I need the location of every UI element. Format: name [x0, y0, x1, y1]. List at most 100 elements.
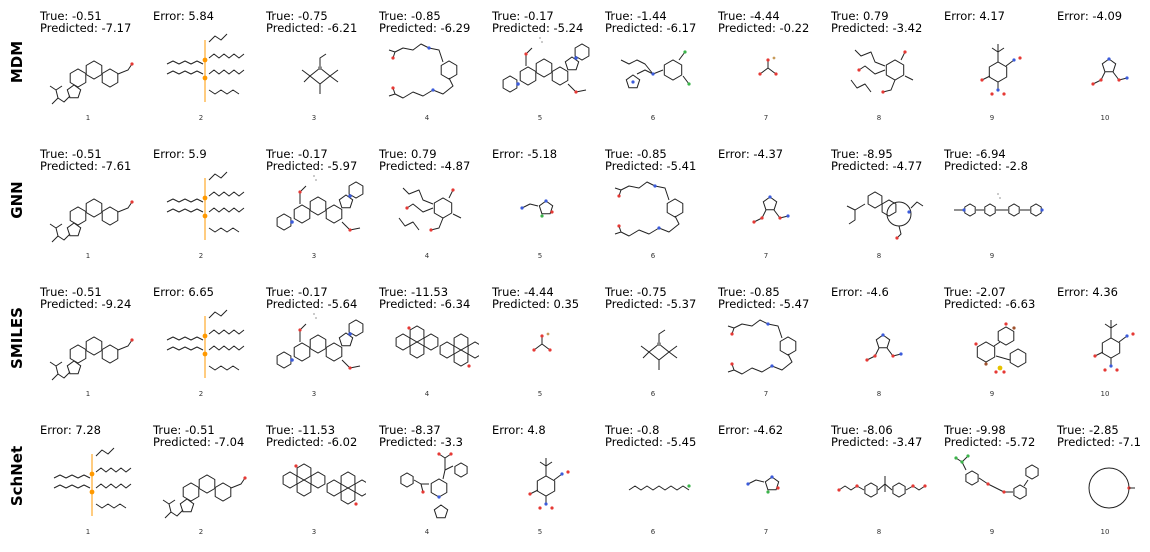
- label-line-1: Error: 7.28: [40, 423, 101, 437]
- molecule-structure-diphenylether: [954, 454, 1039, 500]
- label-line-2: Predicted: -6.29: [379, 21, 471, 35]
- label-line-2: Predicted: -6.63: [944, 297, 1036, 311]
- prediction-label: Error: -4.09: [1057, 10, 1122, 34]
- molecule-index: 3: [311, 390, 317, 398]
- molecule-structure-imidazole: [865, 333, 903, 362]
- molecule-index: 2: [198, 114, 204, 122]
- molecule-structure-anthraquinone: [395, 325, 479, 368]
- prediction-label: Error: -4.6: [831, 286, 889, 310]
- prediction-label: Error: 7.28: [40, 424, 101, 448]
- molecule-index: 7: [763, 528, 769, 536]
- label-line-1: Error: 4.17: [944, 9, 1005, 23]
- label-line-1: Error: 6.65: [153, 285, 214, 299]
- label-line-2: Predicted: -5.47: [718, 297, 810, 311]
- molecule-structure-steroid: [49, 60, 134, 105]
- label-line-2: Predicted: -3.47: [831, 435, 923, 449]
- molecule-index: 10: [1100, 528, 1110, 536]
- molecule-structure-steroid: [162, 474, 247, 519]
- molecule-index: 9: [989, 390, 995, 398]
- label-line-1: True: -0.8: [605, 423, 660, 437]
- molecule-index: 3: [311, 528, 317, 536]
- label-line-1: Error: -5.18: [492, 147, 558, 161]
- molecule-index: 4: [424, 528, 430, 536]
- molecule-structure-imidazole: [1091, 57, 1129, 86]
- molecule-index: 3: [311, 252, 317, 260]
- label-line-1: Error: -4.62: [718, 423, 784, 437]
- molecule-structure-macrocycle: [614, 181, 684, 237]
- molecule-index: 6: [650, 252, 656, 260]
- molecule-index: 8: [876, 252, 882, 260]
- molecule-structure-sulfonphthalein: [974, 322, 1027, 374]
- label-line-1: Error: -4.09: [1057, 9, 1123, 23]
- molecule-structure-hydantoin: [520, 199, 554, 218]
- label-line-1: Error: 4.36: [1057, 285, 1118, 299]
- label-line-1: True: -2.85: [1057, 423, 1119, 437]
- label-line-1: True: -11.53: [379, 285, 449, 299]
- label-line-2: Predicted: -6.17: [605, 21, 697, 35]
- label-line-1: True: -8.06: [831, 423, 893, 437]
- label-line-1: True: 0.79: [831, 9, 889, 23]
- label-line-2: Predicted: -6.34: [379, 297, 471, 311]
- label-line-2: Predicted: -5.72: [944, 435, 1036, 449]
- molecule-index: 9: [989, 114, 995, 122]
- molecule-structure-macroring: [1088, 467, 1135, 509]
- label-line-2: Predicted: -2.8: [944, 159, 1028, 173]
- molecule-structure-pancuronium: [502, 37, 590, 94]
- molecule-structure-tin: [301, 53, 339, 94]
- label-line-1: True: -0.75: [605, 285, 667, 299]
- molecule-structure-chain: [628, 484, 691, 491]
- label-line-2: Predicted: -5.41: [605, 159, 697, 173]
- method-label: SchNet: [2, 414, 32, 552]
- method-label: GNN: [2, 138, 32, 276]
- label-line-1: Error: 5.84: [153, 9, 214, 23]
- prediction-label: Error: -5.18: [492, 148, 557, 172]
- label-line-2: Predicted: -0.22: [718, 21, 810, 35]
- label-line-2: Predicted: -5.24: [492, 21, 584, 35]
- label-line-2: Predicted: -5.37: [605, 297, 697, 311]
- molecule-index: 5: [537, 114, 543, 122]
- molecule-structure-macrocycle: [388, 43, 458, 99]
- molecule-index: 1: [85, 528, 91, 536]
- molecule-index: 2: [198, 252, 204, 260]
- method-label: MDM: [2, 0, 32, 138]
- label-line-1: True: -0.85: [379, 9, 441, 23]
- molecule-index: 6: [650, 390, 656, 398]
- prediction-label: Error: 4.8: [492, 424, 546, 448]
- prediction-label: Error: -4.62: [718, 424, 783, 448]
- molecule-structure-hydantoin: [746, 475, 780, 494]
- method-name: SMILES: [8, 307, 26, 369]
- molecule-index: 1: [85, 252, 91, 260]
- molecule-index: 6: [650, 114, 656, 122]
- label-line-1: True: -9.98: [944, 423, 1006, 437]
- molecule-structure-pancuronium: [276, 175, 364, 232]
- molecule-index: 8: [876, 390, 882, 398]
